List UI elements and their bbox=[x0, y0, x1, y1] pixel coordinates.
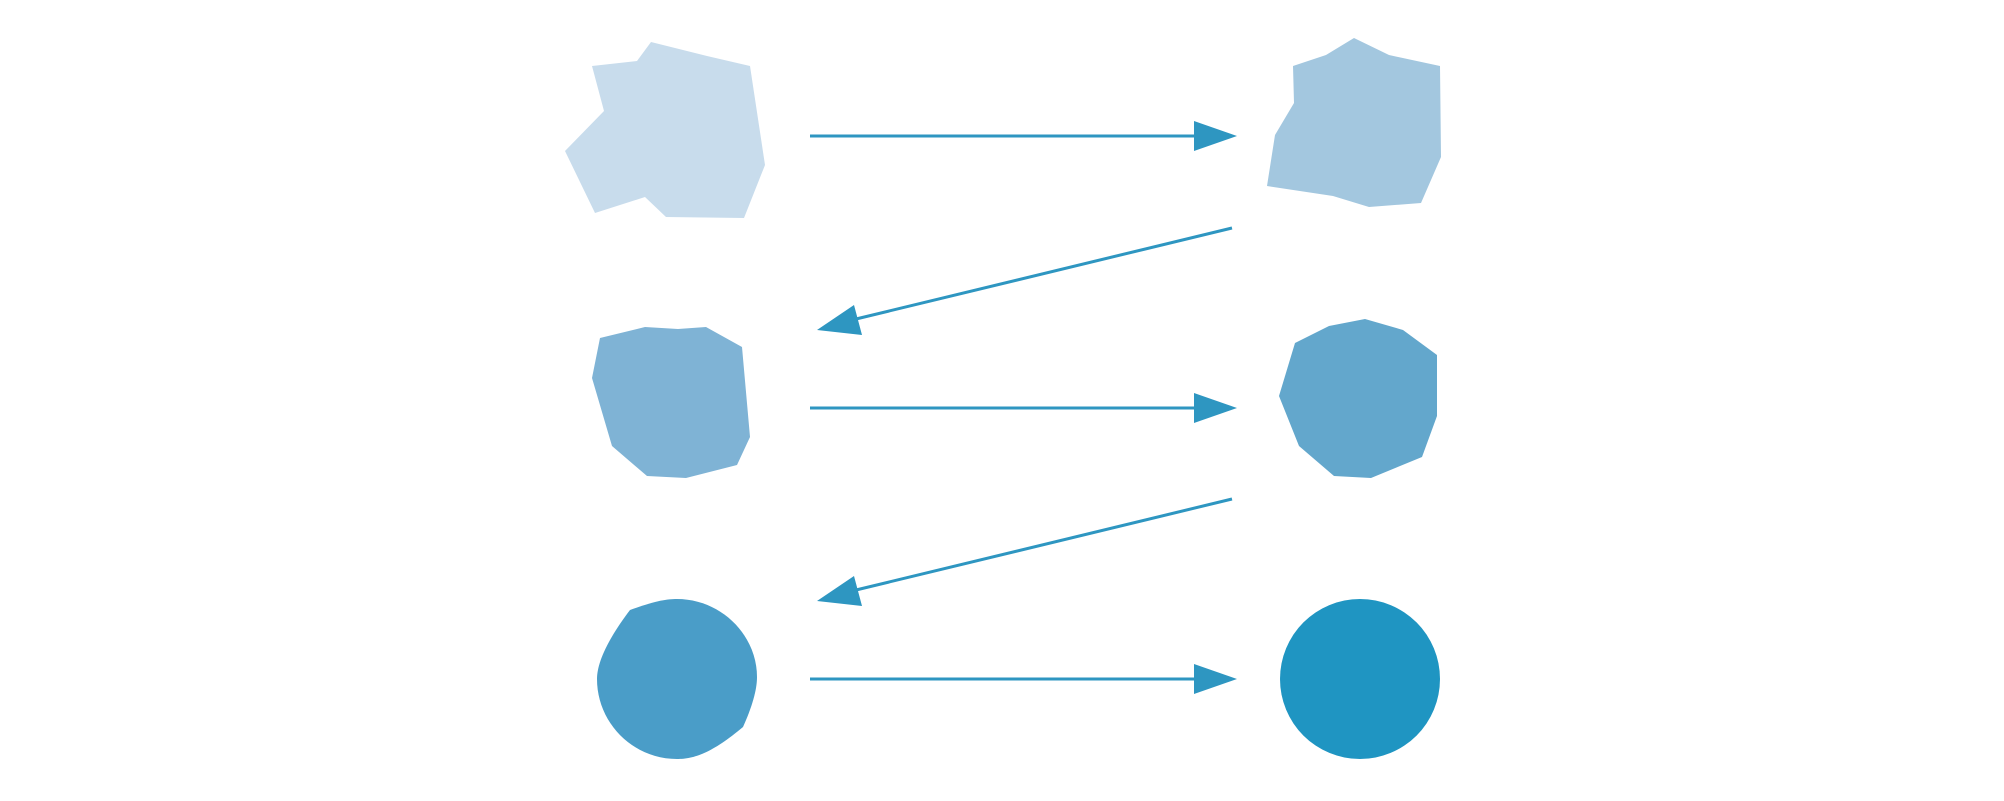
stage-5-shape bbox=[597, 599, 757, 759]
arrow-1-2-head bbox=[1194, 121, 1237, 151]
arrow-4-5 bbox=[817, 497, 1233, 606]
arrow-5-6 bbox=[810, 664, 1237, 694]
arrow-5-6-head bbox=[1194, 664, 1237, 694]
stage-3-shape bbox=[592, 327, 750, 478]
arrow-2-3-line bbox=[855, 226, 1233, 321]
arrow-3-4-head bbox=[1194, 393, 1237, 423]
arrow-4-5-head bbox=[817, 576, 862, 606]
arrow-2-3 bbox=[817, 226, 1233, 335]
arrow-4-5-line bbox=[855, 497, 1233, 592]
arrow-1-2 bbox=[810, 121, 1237, 151]
arrow-3-4 bbox=[810, 393, 1237, 423]
stage-1-shape bbox=[565, 42, 765, 218]
arrow-2-3-head bbox=[817, 305, 862, 335]
stage-2-shape bbox=[1267, 38, 1441, 207]
stage-6-shape bbox=[1280, 599, 1440, 759]
stage-4-shape bbox=[1279, 319, 1437, 478]
